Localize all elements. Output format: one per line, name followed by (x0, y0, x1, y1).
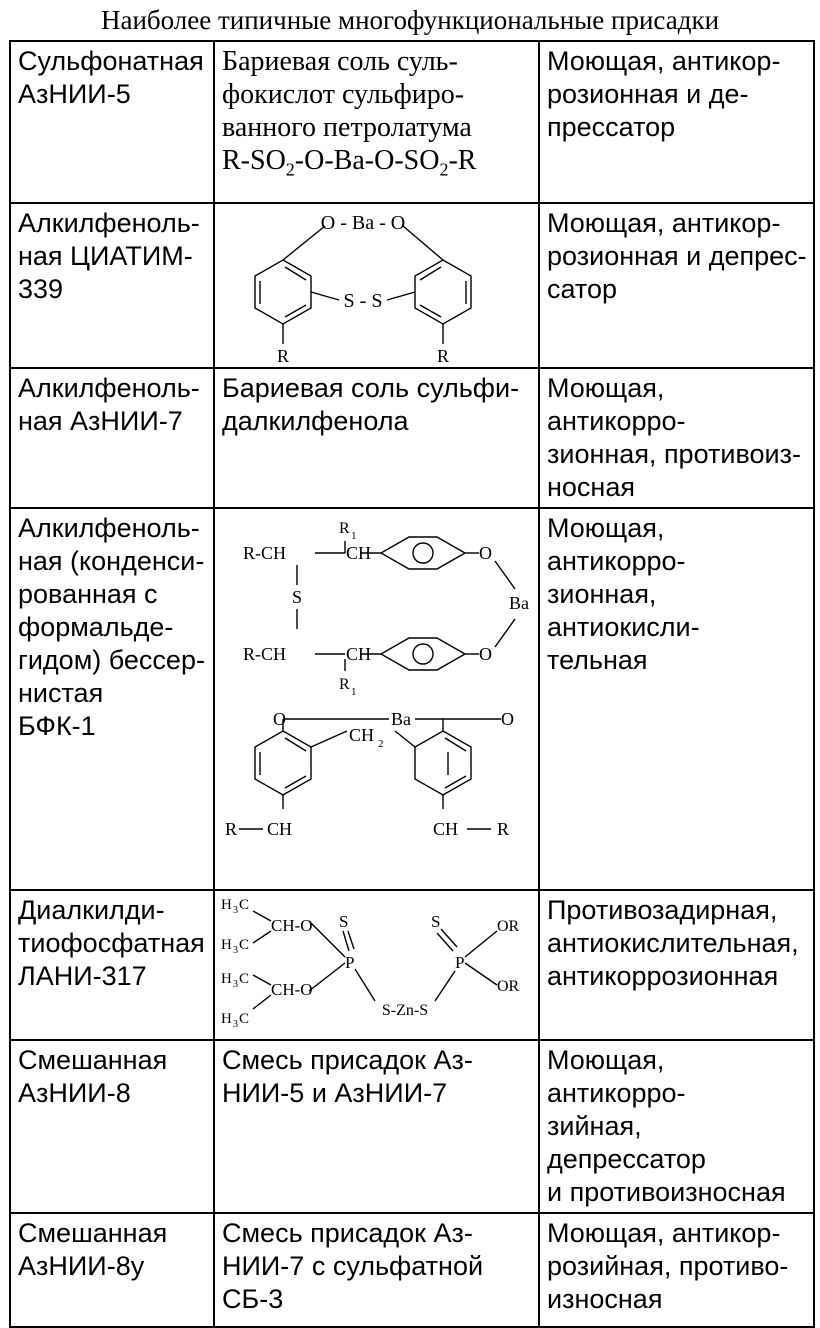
svg-text:3: 3 (233, 905, 238, 916)
svg-text:O: O (273, 709, 286, 729)
composition-cell: Бариевая соль сульфи- далкилфенола (213, 367, 540, 509)
svg-text:H: H (221, 897, 232, 913)
additive-name-cell: Сульфонатная АзНИИ-5 (9, 40, 215, 204)
disulfide-label: S - S (344, 290, 383, 312)
structure-cell: H 3 C H 3 C H 3 C H 3 C CH-O CH-O S P S … (213, 889, 540, 1041)
svg-text:3: 3 (233, 945, 238, 956)
svg-text:H: H (221, 971, 232, 987)
table-caption: Наиболее типичные многофункциональные пр… (100, 5, 720, 35)
svg-text:CH: CH (346, 644, 371, 664)
structure-cell: O - Ba - O S - S R R (213, 202, 540, 369)
svg-text:CH: CH (267, 819, 292, 839)
svg-text:H: H (221, 1011, 232, 1027)
svg-text:CH-O: CH-O (271, 916, 313, 935)
table-row: Смешанная АзНИИ-8 Смесь присадок Аз- НИИ… (9, 1039, 815, 1214)
svg-text:C: C (239, 1011, 249, 1027)
structure-formula-ciatim: O - Ba - O S - S R R (254, 212, 472, 366)
svg-text:CH: CH (346, 543, 371, 563)
svg-text:1: 1 (351, 530, 357, 542)
svg-text:R-CH: R-CH (243, 543, 286, 563)
svg-text:R-CH: R-CH (243, 644, 286, 664)
table-row: Диалкилди- тиофосфатная ЛАНИ-317 (9, 889, 815, 1041)
structure-cell: R 1 R-CH CH S R-CH CH R 1 O O Ba O Ba O … (213, 507, 540, 891)
svg-text:Ba: Ba (391, 709, 411, 729)
radical-label: R (437, 346, 449, 366)
svg-text:O: O (479, 543, 492, 563)
properties-cell: Моющая, антикорро- зийная, депрессатор и… (538, 1039, 815, 1214)
properties-cell: Моющая, антикор- розионная и де- прессат… (538, 40, 815, 204)
table-row: Сульфонатная АзНИИ-5 Бариевая соль суль-… (9, 40, 815, 204)
properties-cell: Моющая, антикорро- зионная, противоиз- н… (538, 367, 815, 509)
svg-text:R: R (339, 676, 350, 693)
chemical-formula: R-SO2-O-Ba-O-SO2-R (222, 145, 477, 180)
table-row: Алкилфеноль- ная ЦИАТИМ- 339 (9, 202, 815, 369)
composition-cell: Смесь присадок Аз- НИИ-7 с сульфатной СБ… (213, 1212, 540, 1328)
svg-text:1: 1 (351, 686, 357, 698)
table-row: Смешанная АзНИИ-8у Смесь присадок Аз- НИ… (9, 1212, 815, 1328)
barium-bridge-label: O - Ba - O (321, 212, 405, 234)
additive-name-cell: Алкилфеноль- ная АзНИИ-7 (9, 367, 215, 509)
svg-text:O: O (479, 644, 492, 664)
additive-name-cell: Смешанная АзНИИ-8 (9, 1039, 215, 1214)
svg-text:Ba: Ba (509, 593, 529, 613)
properties-cell: Моющая, антикор- розионная и депрес- сат… (538, 202, 815, 369)
properties-cell: Моющая, антикорро- зионная, антиокисли- … (538, 507, 815, 891)
svg-text:S: S (431, 912, 440, 931)
radical-label: R (277, 346, 289, 366)
zinc-bridge-label: S-Zn-S (382, 1002, 428, 1019)
properties-cell: Противозадирная, антиокислительная, анти… (538, 889, 815, 1041)
additives-table: Сульфонатная АзНИИ-5 Бариевая соль суль-… (9, 40, 815, 1328)
svg-text:CH: CH (433, 819, 458, 839)
svg-text:R: R (497, 819, 509, 839)
svg-text:2: 2 (378, 738, 384, 750)
svg-text:R: R (225, 819, 237, 839)
svg-text:H: H (221, 937, 232, 953)
svg-text:OR: OR (497, 978, 520, 995)
svg-text:3: 3 (233, 1019, 238, 1030)
svg-text:P: P (345, 953, 354, 972)
svg-text:S: S (339, 912, 348, 931)
additive-name-cell: Смешанная АзНИИ-8у (9, 1212, 215, 1328)
composition-cell: Смесь присадок Аз- НИИ-5 и АзНИИ-7 (213, 1039, 540, 1214)
svg-text:R: R (339, 520, 350, 537)
structure-formula-lani: H 3 C H 3 C H 3 C H 3 C CH-O CH-O S P S … (221, 897, 520, 1030)
svg-text:P: P (455, 953, 464, 972)
svg-text:3: 3 (233, 979, 238, 990)
properties-cell: Моющая, антикор- розийная, противо- изно… (538, 1212, 815, 1328)
svg-text:O: O (501, 709, 514, 729)
additive-name-cell: Алкилфеноль- ная (конденси- рованная с ф… (9, 507, 215, 891)
svg-text:C: C (239, 897, 249, 913)
svg-text:OR: OR (497, 918, 520, 935)
svg-text:C: C (239, 937, 249, 953)
additive-name-cell: Алкилфеноль- ная ЦИАТИМ- 339 (9, 202, 215, 369)
svg-text:CH: CH (349, 725, 374, 745)
structure-formula-bfk: R 1 R-CH CH S R-CH CH R 1 O O Ba O Ba O … (225, 520, 529, 839)
svg-text:CH-O: CH-O (271, 980, 313, 999)
svg-text:S: S (292, 587, 302, 607)
additive-name-cell: Диалкилди- тиофосфатная ЛАНИ-317 (9, 889, 215, 1041)
table-row: Алкилфеноль- ная АзНИИ-7 Бариевая соль с… (9, 367, 815, 509)
svg-text:C: C (239, 971, 249, 987)
table-row: Алкилфеноль- ная (конденси- рованная с ф… (9, 507, 815, 891)
composition-cell: Бариевая соль суль- фокислот сульфиро- в… (213, 40, 540, 204)
